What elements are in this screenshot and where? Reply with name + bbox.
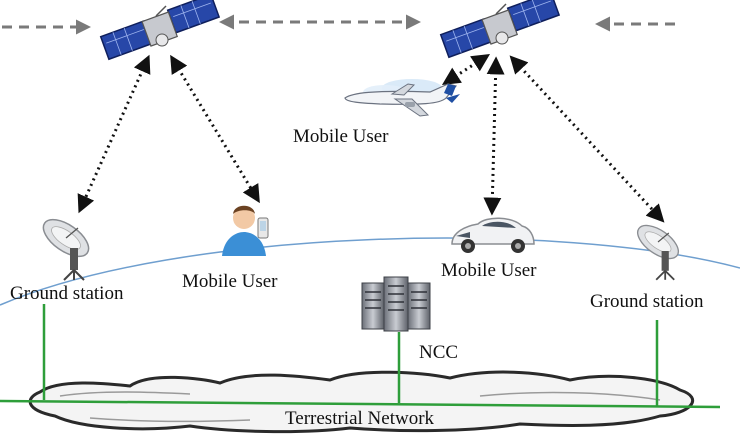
satellite-icon [439, 0, 560, 58]
mobile-user-airplane-label: Mobile User [293, 126, 389, 147]
ncc-label: NCC [419, 342, 458, 363]
inter-satellite-links [2, 14, 675, 35]
terrestrial-links [0, 304, 721, 409]
ground-station-right-label: Ground station [590, 291, 704, 312]
mobile-user-car-label: Mobile User [441, 260, 537, 281]
mobile-user-person-label: Mobile User [182, 271, 278, 292]
satellite-dish-icon [36, 211, 96, 281]
satellite-icon [99, 0, 220, 60]
radio-links [77, 54, 665, 223]
ground-station-left-label: Ground station [10, 283, 124, 304]
terrestrial-network-label: Terrestrial Network [285, 408, 435, 429]
server-rack-icon [361, 276, 431, 332]
airplane-icon [344, 79, 460, 117]
person-with-phone-icon [222, 205, 269, 256]
cloud-icon [28, 370, 695, 434]
car-icon [451, 217, 535, 253]
